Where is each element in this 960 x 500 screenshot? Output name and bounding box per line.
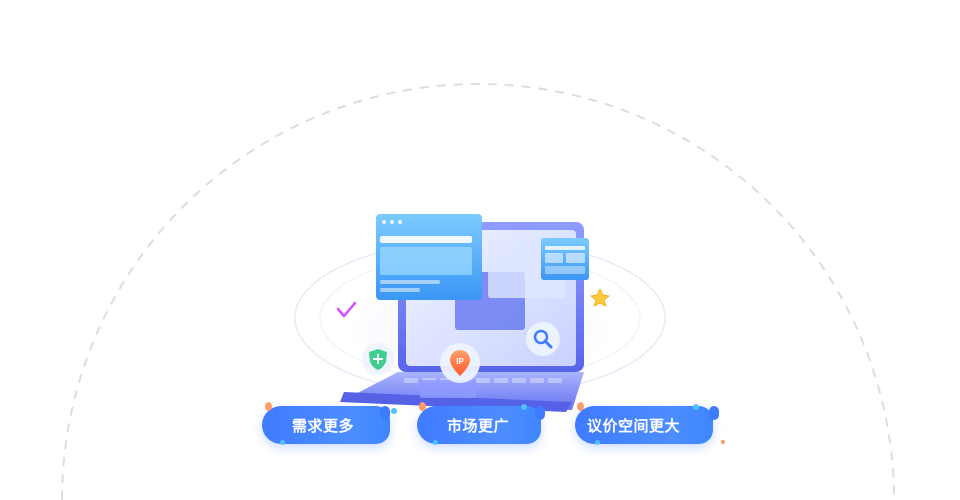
decor-dot: [595, 440, 600, 445]
decor-dot: [280, 440, 285, 445]
shield-plus-icon: [362, 343, 394, 375]
decor-dot: [521, 404, 527, 410]
decor-dot: [433, 440, 438, 445]
decor-dot: [535, 406, 545, 420]
star-icon: [590, 288, 610, 307]
decor-dot: [391, 408, 397, 414]
search-icon: [526, 322, 560, 356]
decor-dot: [721, 440, 725, 444]
tag-more-demand[interactable]: 需求更多: [262, 402, 397, 445]
browser-window-icon: [376, 214, 482, 300]
decor-dot: [577, 402, 584, 411]
decor-dot: [380, 406, 390, 420]
pin-label: IP: [456, 357, 464, 366]
tag-label: 市场更广: [447, 416, 510, 435]
decor-dot: [693, 404, 699, 410]
tag-more-bargaining-room[interactable]: 议价空间更大: [575, 402, 725, 445]
small-window-icon: [541, 238, 589, 280]
decor-dot: [709, 406, 719, 420]
ip-location-pin-icon: IP: [440, 343, 480, 383]
check-icon: [336, 301, 357, 318]
tag-label: 需求更多: [292, 416, 355, 435]
decor-dot: [265, 402, 272, 411]
tag-label: 议价空间更大: [587, 416, 681, 435]
tag-wider-market[interactable]: 市场更广: [417, 402, 545, 445]
decor-dot: [419, 402, 426, 411]
